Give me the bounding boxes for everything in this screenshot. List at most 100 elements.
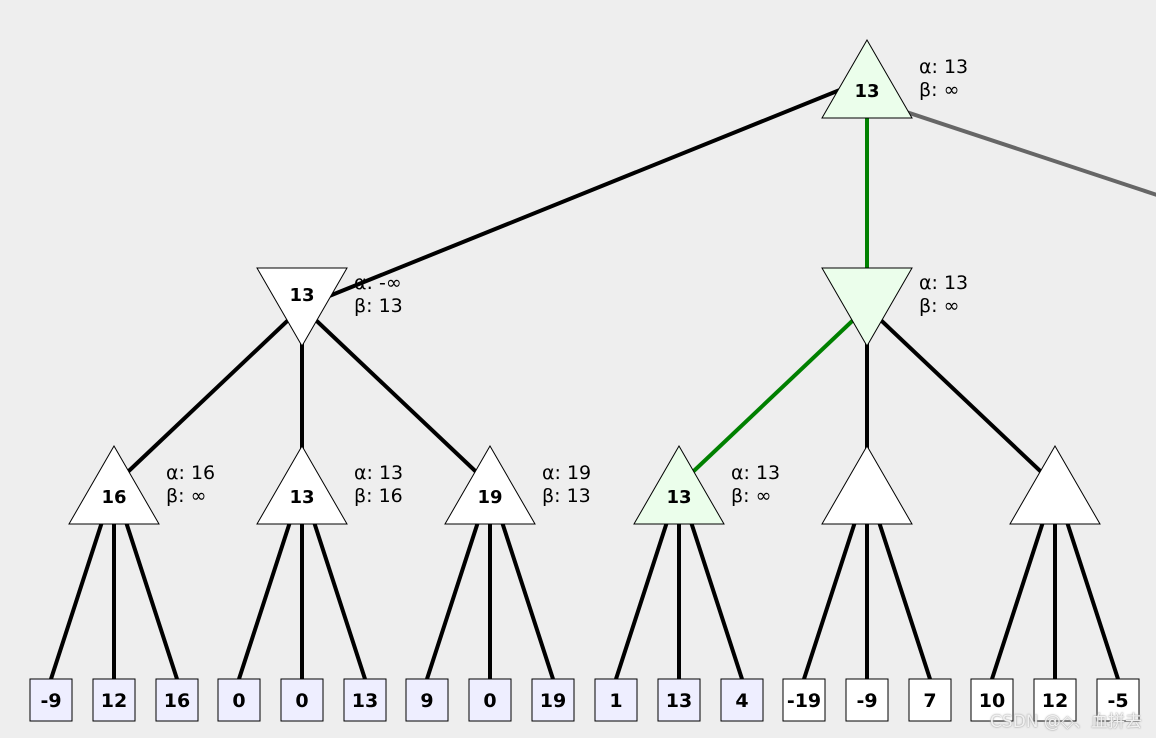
leaf-value: 16 [164,690,190,712]
edges-layer [49,77,1156,680]
leaf-node: 16 [155,678,199,722]
root-max-node: 13 α: 13β: ∞ [821,38,968,119]
leaf-box [155,678,199,722]
leaf-box [92,678,136,722]
leaf-box [970,678,1014,722]
leaf-value: -5 [1107,690,1128,712]
leaf-box [468,678,512,722]
node-value: 13 [666,487,691,508]
max-node-triangle [821,444,913,525]
alpha-label: α: 13 [731,462,780,484]
leaf-node: 0 [280,678,324,722]
edge-min-to-max-1 [112,305,304,487]
beta-label: β: 13 [542,485,591,507]
leaf-value: 1 [609,690,622,712]
leaf-node: 13 [657,678,701,722]
max-node-2: 13 α: 13β: 16 [256,444,403,525]
beta-label: β: ∞ [919,79,959,101]
max-node-triangle [68,444,160,525]
beta-label: β: 13 [354,295,403,317]
leaf-box [531,678,575,722]
edge-root-to-min-1 [301,77,868,309]
min-node-triangle [256,267,348,348]
max-node-4: 13 α: 13β: ∞ [633,444,780,525]
node-value: 13 [289,285,314,306]
node-value: 19 [477,487,502,508]
leaf-node: 19 [531,678,575,722]
leaf-value: 0 [295,690,308,712]
node-value: 13 [854,81,879,102]
beta-label: β: ∞ [731,485,771,507]
alpha-label: α: -∞ [354,272,402,294]
leaf-box [405,678,449,722]
leaf-node: 0 [468,678,512,722]
max-node-6 [1009,444,1101,525]
leaf-box [343,678,387,722]
leaf-value: -19 [787,690,821,712]
leaf-value: 0 [483,690,496,712]
min-node-triangle [821,267,913,348]
leaf-box [1033,678,1077,722]
max-node-triangle [444,444,536,525]
leaf-box [1096,678,1140,722]
leaf-box [782,678,826,722]
leaf-box [217,678,261,722]
leaf-value: -9 [40,690,61,712]
leaf-node: 1 [594,678,638,722]
leaf-node: 13 [343,678,387,722]
min-node-2: α: 13β: ∞ [821,267,968,348]
watermark: CSDN @◇、血拼去 [990,712,1142,732]
leaf-node: -9 [845,678,889,722]
leaf-node: 0 [217,678,261,722]
leaf-value: 13 [666,690,692,712]
leaf-node: -9 [29,678,73,722]
alpha-label: α: 13 [919,56,968,78]
leaf-value: 7 [923,690,936,712]
max-node-1: 16 α: 16β: ∞ [68,444,215,525]
nodes-layer: 13α: 13β: ∞13α: -∞β: 13α: 13β: ∞16α: 16β… [68,38,1101,525]
leaves-layer: -9 12 16 0 0 13 9 0 19 1 13 4 -19 -9 7 10 12 -5 [29,678,1140,722]
max-node-3: 19 α: 19β: 13 [444,444,591,525]
alpha-label: α: 13 [919,272,968,294]
leaf-box [908,678,952,722]
max-node-triangle [256,444,348,525]
leaf-node: 12 [92,678,136,722]
max-node-triangle [633,444,725,525]
leaf-value: 12 [1042,690,1068,712]
leaf-value: 0 [232,690,245,712]
leaf-value: 13 [352,690,378,712]
node-value: 13 [289,487,314,508]
leaf-box [657,678,701,722]
min-node-1: 13 α: -∞β: 13 [256,267,403,348]
max-node-triangle [1009,444,1101,525]
leaf-node: 12 [1033,678,1077,722]
leaf-node: 4 [720,678,764,722]
alpha-label: α: 13 [354,462,403,484]
leaf-value: 9 [420,690,433,712]
leaf-node: 10 [970,678,1014,722]
alpha-label: α: 16 [166,462,215,484]
max-node-5 [821,444,913,525]
beta-label: β: ∞ [166,485,206,507]
leaf-value: 12 [101,690,127,712]
leaf-node: -5 [1096,678,1140,722]
leaf-node: -19 [782,678,826,722]
max-node-triangle [821,38,913,119]
edge-min-to-max-6 [865,305,1057,487]
alpha-label: α: 19 [542,462,591,484]
leaf-box [720,678,764,722]
node-value: 16 [101,487,126,508]
leaf-value: -9 [856,690,877,712]
beta-label: β: ∞ [919,295,959,317]
leaf-box [280,678,324,722]
edge-min-to-max-4 [677,305,869,487]
beta-label: β: 16 [354,485,403,507]
leaf-value: 10 [979,690,1005,712]
leaf-value: 4 [735,690,748,712]
edge-min-to-max-3 [300,305,492,487]
leaf-box [845,678,889,722]
edge-root-offscreen [866,97,1156,197]
leaf-box [29,678,73,722]
leaf-node: 9 [405,678,449,722]
